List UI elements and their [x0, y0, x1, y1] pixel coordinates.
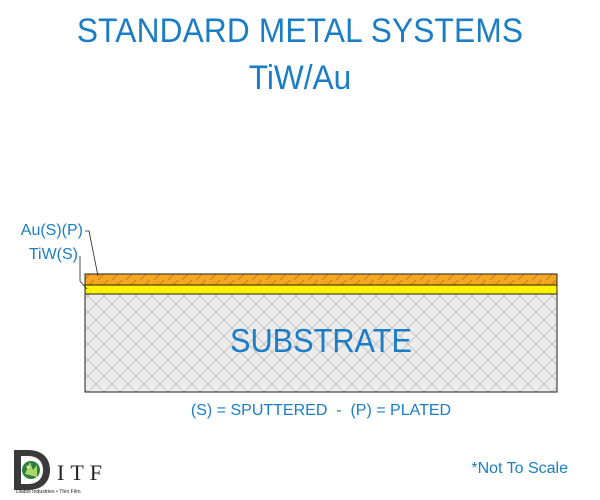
substrate-label: SUBSTRATE [230, 322, 412, 359]
tiw-leader-line [79, 256, 88, 290]
logo-letters: ITF [57, 460, 108, 485]
tiw-layer-label: TiW(S) [28, 246, 78, 263]
au-layer-label: Au(S)(P) [20, 222, 83, 239]
logo-caption: Diablo Industries • Thin Film [16, 489, 81, 494]
diagram-subtitle: TiW/Au [248, 59, 352, 97]
substrate-layer [84, 293, 558, 393]
au-layer [84, 273, 558, 286]
au-leader-line [85, 230, 99, 277]
diagram-title: STANDARD METAL SYSTEMS [76, 12, 524, 50]
diablo-logo-icon: ITF Diablo Industries • Thin Film [14, 450, 108, 494]
tiw-layer [84, 284, 558, 295]
process-legend: (S) = SPUTTERED - (P) = PLATED [190, 402, 452, 419]
not-to-scale-note: *Not To Scale [471, 460, 568, 477]
